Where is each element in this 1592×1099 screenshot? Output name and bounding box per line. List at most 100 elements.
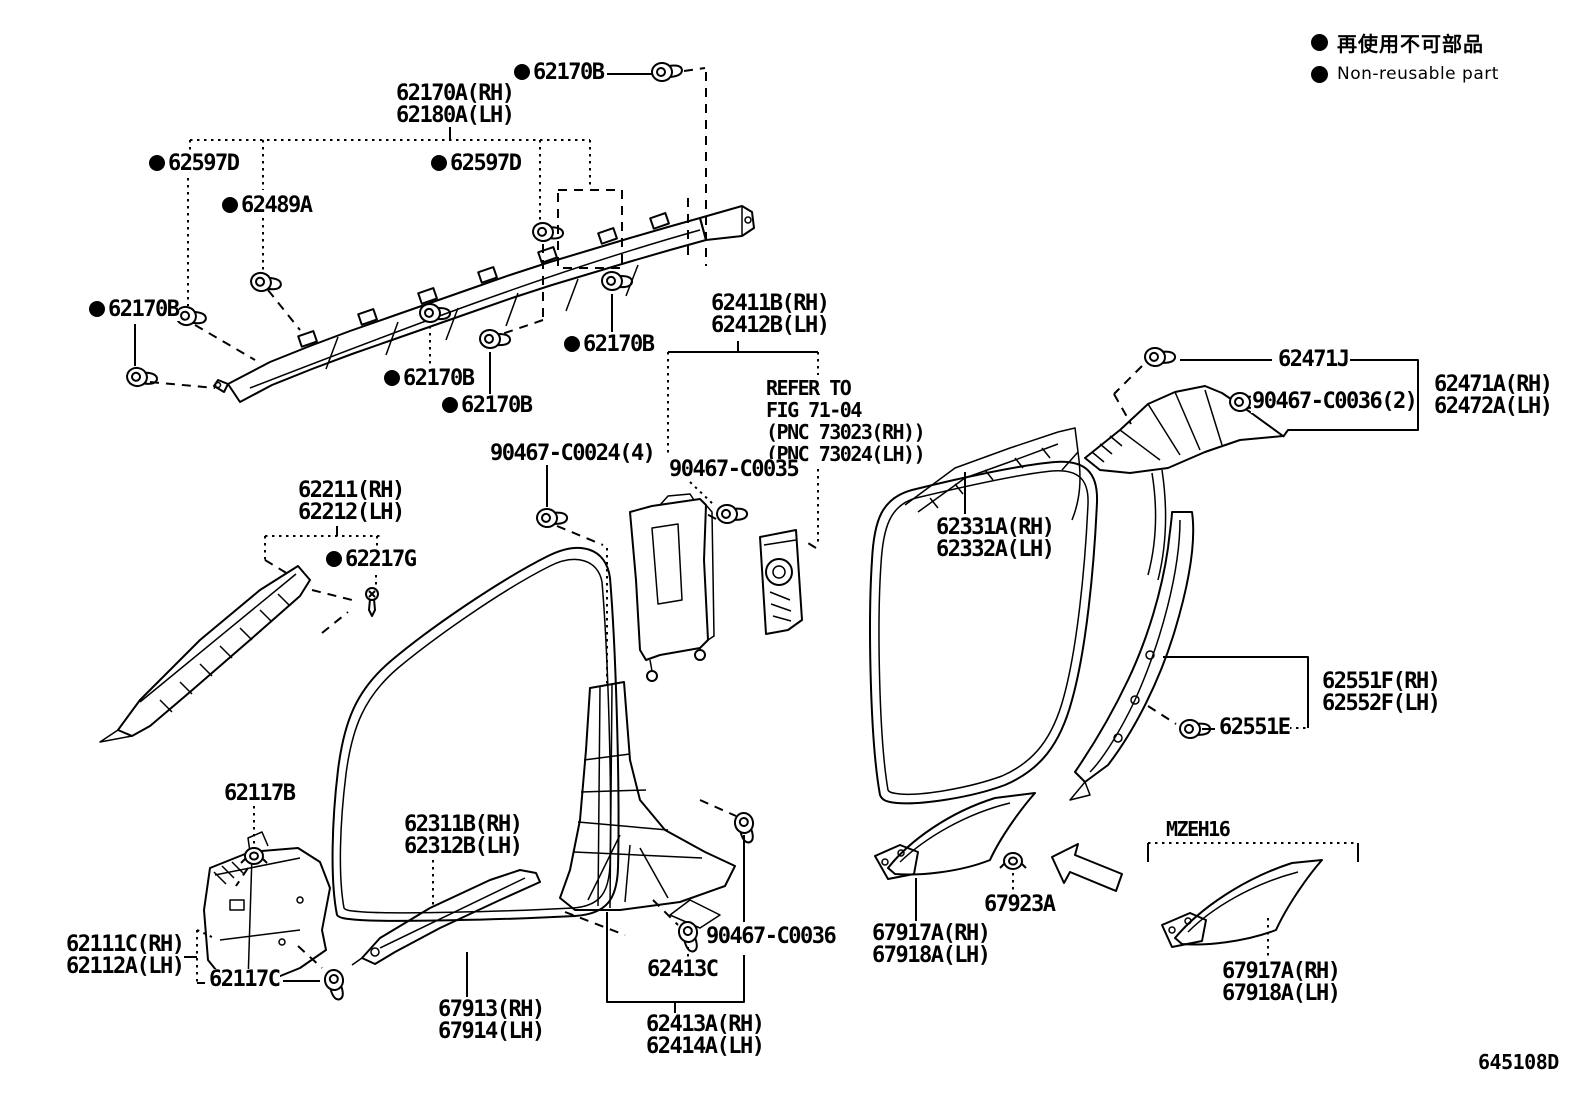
part-number-text: 90467-C0036 bbox=[706, 924, 837, 949]
legend: 再使用不可部品 Non-reusable part bbox=[1311, 28, 1499, 91]
part-label-62170b-1: 62170B bbox=[513, 60, 605, 85]
part-number-text: 67918A(LH) bbox=[872, 943, 991, 968]
part-label-90467-c0035: 90467-C0035 bbox=[668, 457, 800, 482]
non-reusable-dot bbox=[149, 155, 165, 171]
direction-arrow bbox=[1051, 843, 1123, 892]
part-label-62311b-62312b: 62311B(RH)62312B(LH) bbox=[403, 812, 523, 859]
front-pillar-garnish-drawing bbox=[99, 565, 311, 743]
front-door-weatherstrip-drawing bbox=[331, 547, 620, 922]
rear-body-section-drawing bbox=[904, 427, 1081, 521]
legend-text-jp: 再使用不可部品 bbox=[1337, 32, 1484, 56]
leader-lines-dotted bbox=[187, 139, 1418, 983]
part-number-text: 62413C bbox=[647, 957, 719, 982]
part-label-67913-67914: 67913(RH)67914(LH) bbox=[437, 999, 545, 1043]
part-number-text: 90467-C0036(2) bbox=[1252, 389, 1418, 414]
non-reusable-dot bbox=[1311, 65, 1328, 83]
part-label-90467-c0024-4: 90467-C0024(4) bbox=[489, 441, 656, 466]
part-number-text: 62551E bbox=[1219, 715, 1291, 740]
part-number-text: 62597D bbox=[168, 151, 240, 176]
part-label-90467-c0036-2: 90467-C0036(2) bbox=[1251, 389, 1418, 414]
rear-door-weatherstrip-drawing bbox=[869, 460, 1099, 805]
part-number-text: 62412B(LH) bbox=[711, 313, 830, 338]
center-pillar-lower-garnish-drawing bbox=[559, 681, 736, 929]
part-label-62471j: 62471J bbox=[1277, 347, 1350, 372]
part-number-text: 62312B(LH) bbox=[404, 834, 523, 859]
non-reusable-dot bbox=[89, 301, 105, 317]
part-label-62170a-62180a: 62170A(RH)62180A(LH) bbox=[395, 81, 515, 128]
non-reusable-dot bbox=[384, 370, 400, 386]
roof-side-garnish-drawing bbox=[1084, 385, 1284, 581]
part-label-62411b-62412b: 62411B(RH)62412B(LH) bbox=[710, 293, 830, 338]
part-number-text: 62471J bbox=[1278, 347, 1350, 372]
part-number-text: FIG 71-04 bbox=[766, 398, 862, 422]
part-number-text: 67917A(RH) bbox=[872, 921, 991, 946]
non-reusable-dot bbox=[431, 155, 447, 171]
part-label-62331a-62332a: 62331A(RH)62332A(LH) bbox=[935, 517, 1055, 561]
part-number-text: 67914(LH) bbox=[438, 1019, 545, 1044]
part-number-text: 90467-C0024(4) bbox=[490, 441, 656, 466]
part-number-text: 62597D bbox=[450, 151, 522, 176]
part-label-62117b: 62117B bbox=[223, 781, 296, 806]
part-number-text: 62117B bbox=[224, 781, 296, 806]
part-number-text: 62472A(LH) bbox=[1434, 394, 1553, 419]
part-number-text: 62471A(RH) bbox=[1434, 372, 1553, 397]
legend-row-en: Non-reusable part bbox=[1311, 64, 1499, 84]
part-label-62111c-62112a: 62111C(RH)62112A(LH) bbox=[65, 932, 185, 979]
non-reusable-dot bbox=[222, 197, 238, 213]
part-number-text: 62111C(RH) bbox=[66, 932, 185, 957]
part-label-mzeh16: MZEH16 bbox=[1165, 817, 1231, 841]
part-label-62597d-1: 62597D bbox=[148, 151, 240, 176]
non-reusable-dot bbox=[514, 64, 530, 80]
part-number-text: 62489A bbox=[241, 193, 313, 218]
legend-text-en: Non-reusable part bbox=[1337, 64, 1499, 84]
part-number-text: 62180A(LH) bbox=[396, 103, 515, 128]
part-label-62471a-62472a: 62471A(RH)62472A(LH) bbox=[1433, 372, 1553, 419]
part-number-text: (PNC 73023(RH)) bbox=[766, 420, 926, 444]
part-label-62413c: 62413C bbox=[646, 957, 719, 982]
part-number-text: 62170A(RH) bbox=[396, 81, 515, 106]
part-number-text: 62414A(LH) bbox=[646, 1034, 765, 1059]
part-number-text: 62112A(LH) bbox=[66, 954, 185, 979]
figure-code: 645108D bbox=[1478, 1050, 1559, 1074]
part-number-text: 62217G bbox=[345, 547, 417, 572]
rear-scuff-plate-drawing bbox=[874, 792, 1036, 880]
part-label-62170b-2: 62170B bbox=[88, 297, 180, 322]
part-number-text: 62170B bbox=[461, 393, 533, 418]
curtain-airbag-drawing bbox=[213, 205, 755, 403]
seatbelt-adjuster-drawing bbox=[759, 529, 803, 635]
part-number-text: 62552F(LH) bbox=[1322, 691, 1441, 716]
non-reusable-dot bbox=[326, 551, 342, 567]
part-label-67923a: 67923A bbox=[983, 894, 1056, 916]
leader-lines-solid bbox=[134, 73, 1419, 1013]
part-number-text: 67918A(LH) bbox=[1222, 981, 1341, 1006]
center-pillar-upper-garnish-drawing bbox=[629, 493, 715, 682]
part-number-text: 90467-C0035 bbox=[669, 457, 800, 482]
part-number-text: 62212(LH) bbox=[298, 500, 405, 525]
screw-62217g bbox=[365, 587, 379, 617]
part-number-text: 62311B(RH) bbox=[404, 812, 523, 837]
part-number-text: (PNC 73024(LH)) bbox=[766, 442, 926, 466]
part-number-text: MZEH16 bbox=[1166, 817, 1231, 841]
part-number-text: 62551F(RH) bbox=[1322, 669, 1441, 694]
part-number-text: 62170B bbox=[108, 297, 180, 322]
part-number-text: 67917A(RH) bbox=[1222, 959, 1341, 984]
front-scuff-plate-drawing bbox=[351, 869, 541, 966]
construction-lines-dashed bbox=[149, 67, 1177, 969]
part-number-text: 62413A(RH) bbox=[646, 1012, 765, 1037]
quarter-lower-garnish-drawing bbox=[1069, 511, 1195, 801]
non-reusable-dot bbox=[1311, 34, 1328, 51]
part-number-text: 62170B bbox=[583, 332, 655, 357]
non-reusable-dot bbox=[564, 336, 580, 352]
part-label-62217g: 62217G bbox=[325, 547, 417, 572]
part-label-67917a-67918a-1: 67917A(RH)67918A(LH) bbox=[871, 921, 991, 968]
part-number-text: 62117C bbox=[209, 967, 281, 992]
legend-row-jp: 再使用不可部品 bbox=[1311, 28, 1499, 57]
part-number-text: 62170B bbox=[533, 60, 605, 85]
part-label-62551e: 62551E bbox=[1218, 715, 1291, 740]
part-label-62413a-62414a: 62413A(RH)62414A(LH) bbox=[645, 1012, 765, 1059]
part-label-62170b-5: 62170B bbox=[563, 332, 655, 357]
part-label-62597d-2: 62597D bbox=[430, 151, 522, 176]
